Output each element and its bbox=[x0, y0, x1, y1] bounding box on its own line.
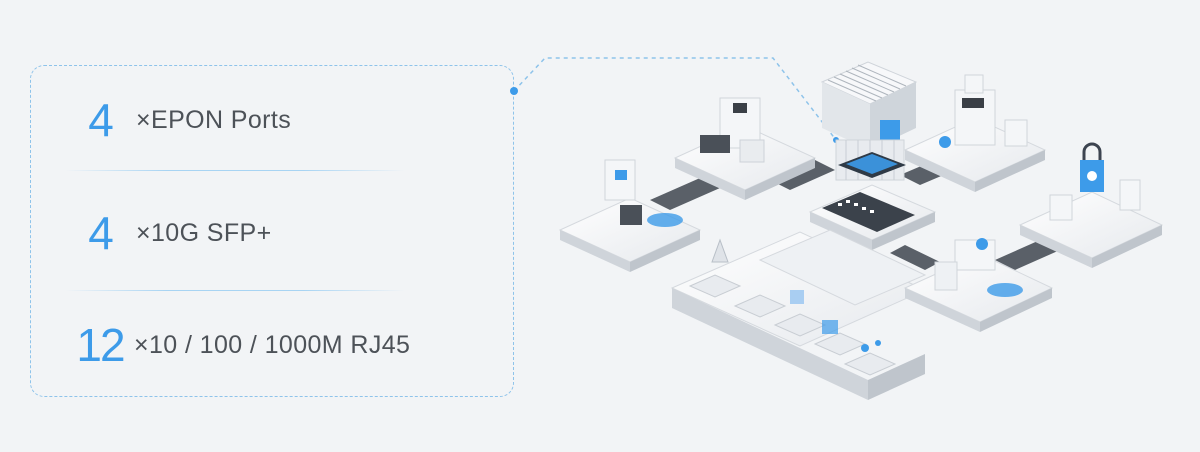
spec-card bbox=[30, 65, 514, 397]
platform-top-left bbox=[673, 97, 817, 200]
network-node-icon bbox=[903, 238, 1054, 332]
spec-sfp: 4 ×10G SFP+ bbox=[70, 203, 272, 263]
network-illustration bbox=[558, 61, 1164, 400]
spec-epon-number: 4 bbox=[88, 94, 114, 146]
platform-bottom bbox=[670, 229, 927, 400]
spec-rj45-number: 12 bbox=[76, 319, 125, 371]
spec-rj45: 12 ×10 / 100 / 1000M RJ45 bbox=[70, 315, 410, 375]
lock-icon bbox=[1018, 142, 1164, 268]
server-tower-icon bbox=[820, 61, 918, 181]
platform-left bbox=[558, 159, 702, 272]
platform-top-right bbox=[903, 74, 1047, 192]
olt-switch-icon bbox=[808, 184, 937, 250]
connection-strips bbox=[650, 158, 1060, 270]
spec-epon: 4 ×EPON Ports bbox=[70, 90, 291, 150]
spec-sfp-label: ×10G SFP+ bbox=[136, 218, 272, 247]
divider-2 bbox=[65, 290, 405, 291]
divider-1 bbox=[65, 170, 405, 171]
spec-rj45-label: ×10 / 100 / 1000M RJ45 bbox=[134, 330, 411, 359]
spec-epon-label: ×EPON Ports bbox=[136, 105, 292, 134]
spec-sfp-number: 4 bbox=[88, 207, 114, 259]
